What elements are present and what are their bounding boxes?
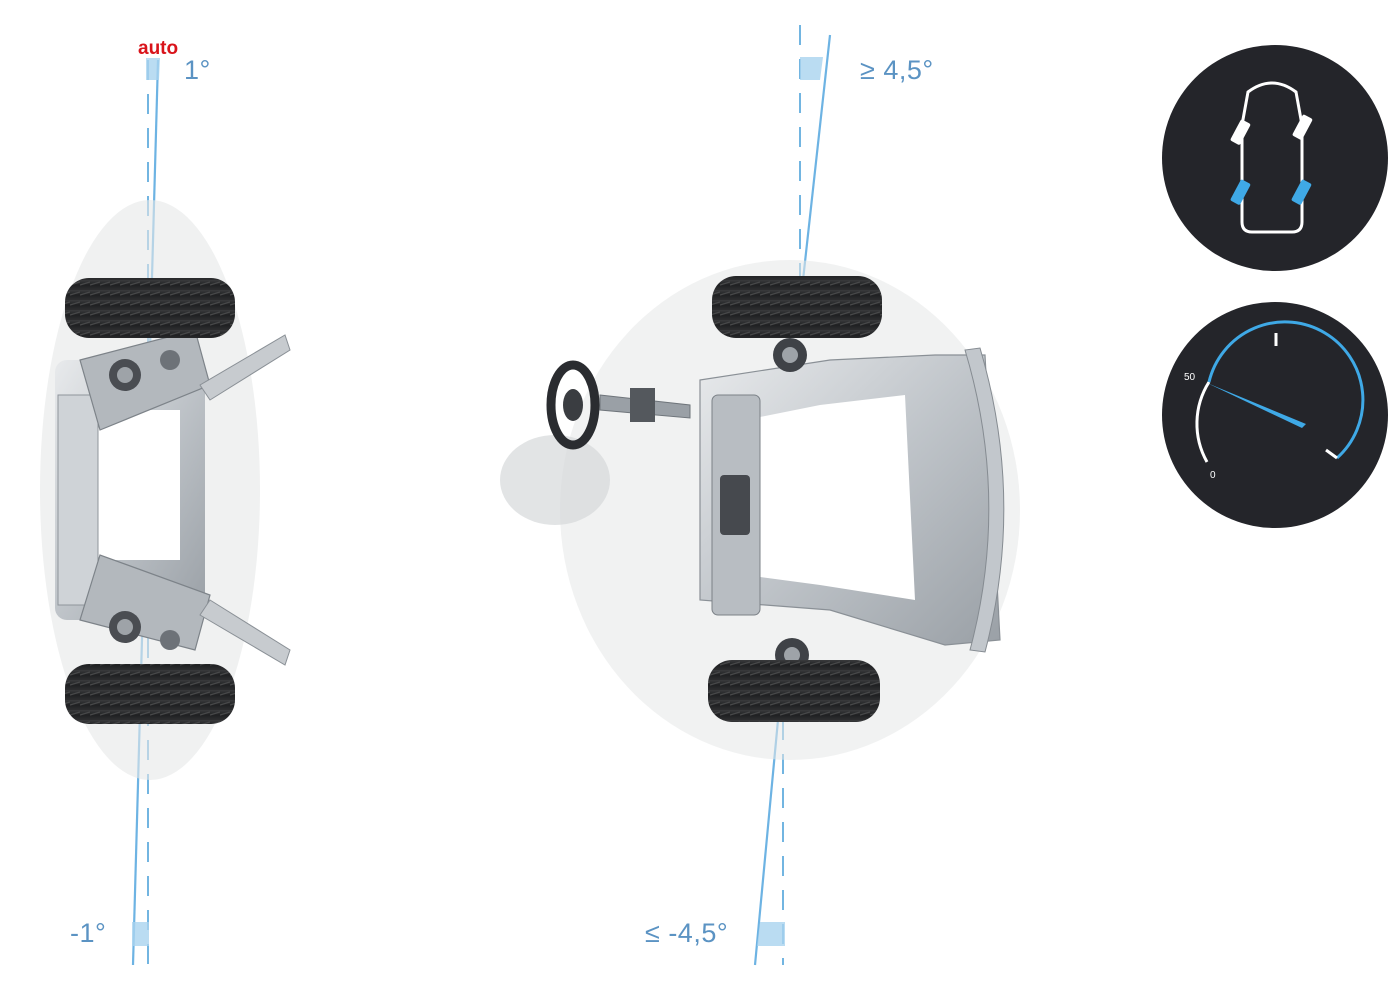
front-axle-assembly [500, 260, 1020, 760]
front-bottom-angle-label: ≤ -4,5° [645, 918, 729, 948]
rear-top-angle-label: 1° [184, 55, 211, 85]
gauge-label-zero: 0 [1210, 470, 1216, 481]
gauge-label-mid: 50 [1184, 372, 1196, 383]
rear-axle-assembly [40, 200, 291, 780]
front-top-angle-label: ≥ 4,5° [860, 55, 934, 85]
speedometer-icon [1162, 302, 1388, 528]
watermark-logo: auto [138, 38, 179, 59]
rear-bottom-angle-label: -1° [70, 918, 107, 948]
front-axle-guides [753, 25, 832, 966]
car-steering-icon [1162, 45, 1388, 271]
